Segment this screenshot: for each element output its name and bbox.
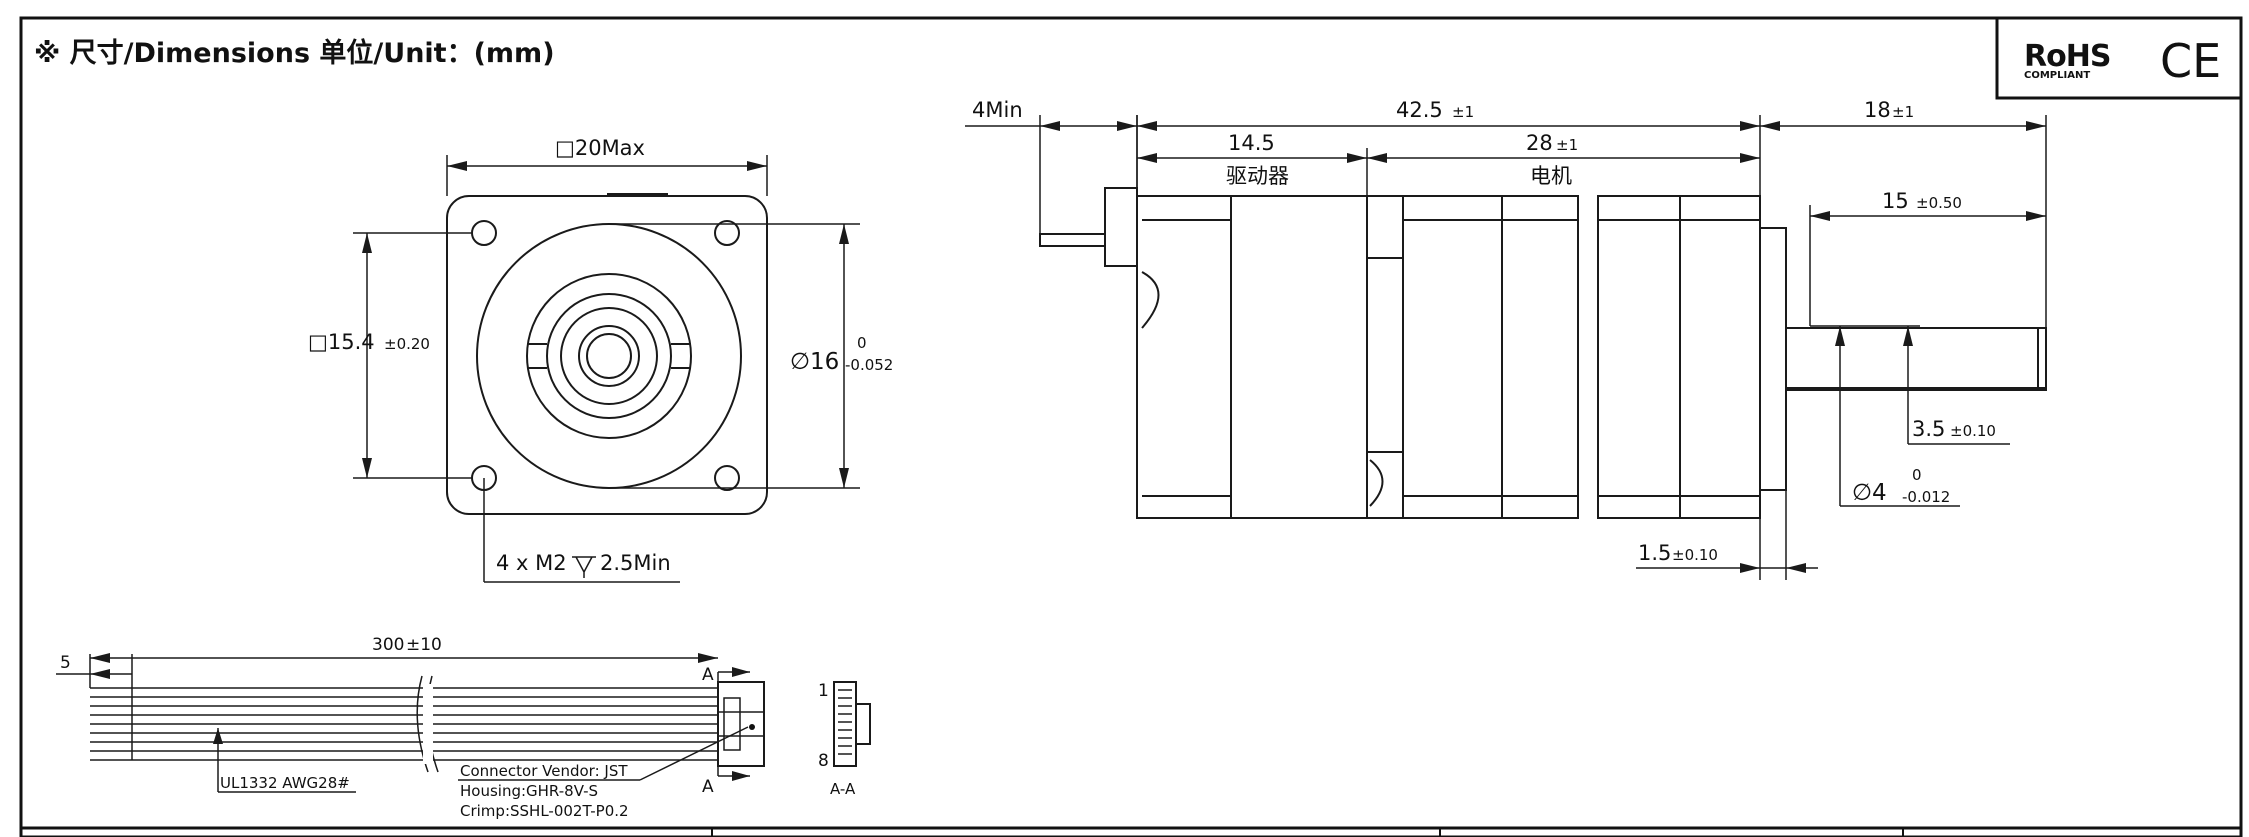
thread-callout: 4 x M2	[496, 551, 567, 575]
dim-flat-tol: ±0.50	[1916, 194, 1962, 212]
ribbon-wires	[90, 687, 720, 761]
cable-exit	[1039, 233, 1106, 247]
dim-cable-length: 300	[372, 635, 404, 655]
label-motor: 电机	[1530, 164, 1572, 188]
section-mark-top: A	[702, 665, 714, 685]
dim-shaft-dia-tol-upper: 0	[1912, 466, 1922, 484]
label-driver: 驱动器	[1226, 164, 1289, 188]
rohs-compliant-text: COMPLIANT	[2024, 70, 2090, 81]
dim-connector-min: 4Min	[972, 98, 1023, 122]
dim-hole-spacing: □15.4	[308, 330, 375, 354]
dim-strip-length: 5	[60, 653, 71, 673]
wire-spec: UL1332 AWG28#	[220, 774, 350, 792]
dim-flat-depth-tol: ±0.10	[1950, 422, 1996, 440]
cable-connector	[717, 681, 765, 767]
dim-flat-length: 15	[1882, 189, 1909, 213]
dim-shaft-dia-tol-lower: -0.012	[1902, 488, 1950, 506]
dim-pilot-tol-upper: 0	[857, 334, 867, 352]
section-mark-bottom: A	[702, 777, 714, 797]
connector-vendor: Connector Vendor: JST	[460, 762, 628, 780]
rohs-logo: RoHS	[2024, 39, 2110, 74]
connector-section-view: 1 8 A-A	[818, 681, 871, 798]
depth-symbol-icon	[572, 556, 596, 578]
pin-last: 8	[818, 751, 829, 771]
pin-first: 1	[818, 681, 829, 701]
bearing-ring	[546, 293, 672, 419]
dim-motor-length: 28	[1526, 131, 1553, 155]
cable-drawing: A A 5 300 ±10 UL1332 AWG28# Connector Ve…	[56, 635, 871, 820]
dim-flat-depth: 3.5	[1912, 417, 1945, 441]
dim-boss-height: 1.5	[1638, 541, 1671, 565]
ce-mark: CE	[2160, 34, 2221, 88]
cable-gland	[1104, 187, 1138, 267]
output-shaft	[1785, 327, 2047, 391]
bearing-inner	[560, 307, 658, 405]
dim-motor-tol: ±1	[1556, 136, 1578, 154]
side-view: 4Min 42.5 ±1 18 ±1 14.5 驱动器 28 ±1 电机	[965, 98, 2047, 580]
dim-boss-tol: ±0.10	[1672, 546, 1718, 564]
section-view-label: A-A	[830, 780, 856, 798]
drawing-title: ※ 尺寸/Dimensions 单位/Unit：(mm)	[34, 37, 555, 69]
shaft-end	[578, 325, 640, 387]
dim-pilot-tol-lower: -0.052	[845, 356, 893, 374]
dim-pilot-diameter: ∅16	[790, 349, 839, 375]
dim-shaft-tol: ±1	[1892, 103, 1914, 121]
bearing-outer	[526, 273, 692, 439]
dim-shaft-diameter: ∅4	[1852, 480, 1887, 506]
dim-cable-tol: ±10	[406, 635, 442, 655]
motor-section	[1402, 195, 1579, 519]
connector-housing: Housing:GHR-8V-S	[460, 782, 598, 800]
certification-box: RoHS COMPLIANT CE	[1995, 16, 2243, 100]
dim-driver-length: 14.5	[1228, 131, 1275, 155]
drawing-frame	[19, 16, 2243, 837]
dim-shaft-length: 18	[1864, 98, 1891, 122]
dim-total-length: 42.5	[1396, 98, 1443, 122]
connector-crimp: Crimp:SSHL-002T-P0.2	[460, 802, 629, 820]
driver-section	[1136, 195, 1368, 519]
pilot-boss-side	[1759, 227, 1787, 491]
mounting-hole	[714, 220, 740, 246]
thread-depth: 2.5Min	[600, 551, 671, 575]
dim-hole-spacing-tol: ±0.20	[384, 335, 430, 353]
dim-outer-square: □20Max	[555, 136, 645, 160]
motor-front-face	[446, 195, 768, 515]
front-view: □20Max □15.4 ±0.20 ∅16 0 -0.052 4 x M2 2…	[308, 136, 893, 583]
dim-total-tol: ±1	[1452, 103, 1474, 121]
mounting-hole	[714, 465, 740, 491]
